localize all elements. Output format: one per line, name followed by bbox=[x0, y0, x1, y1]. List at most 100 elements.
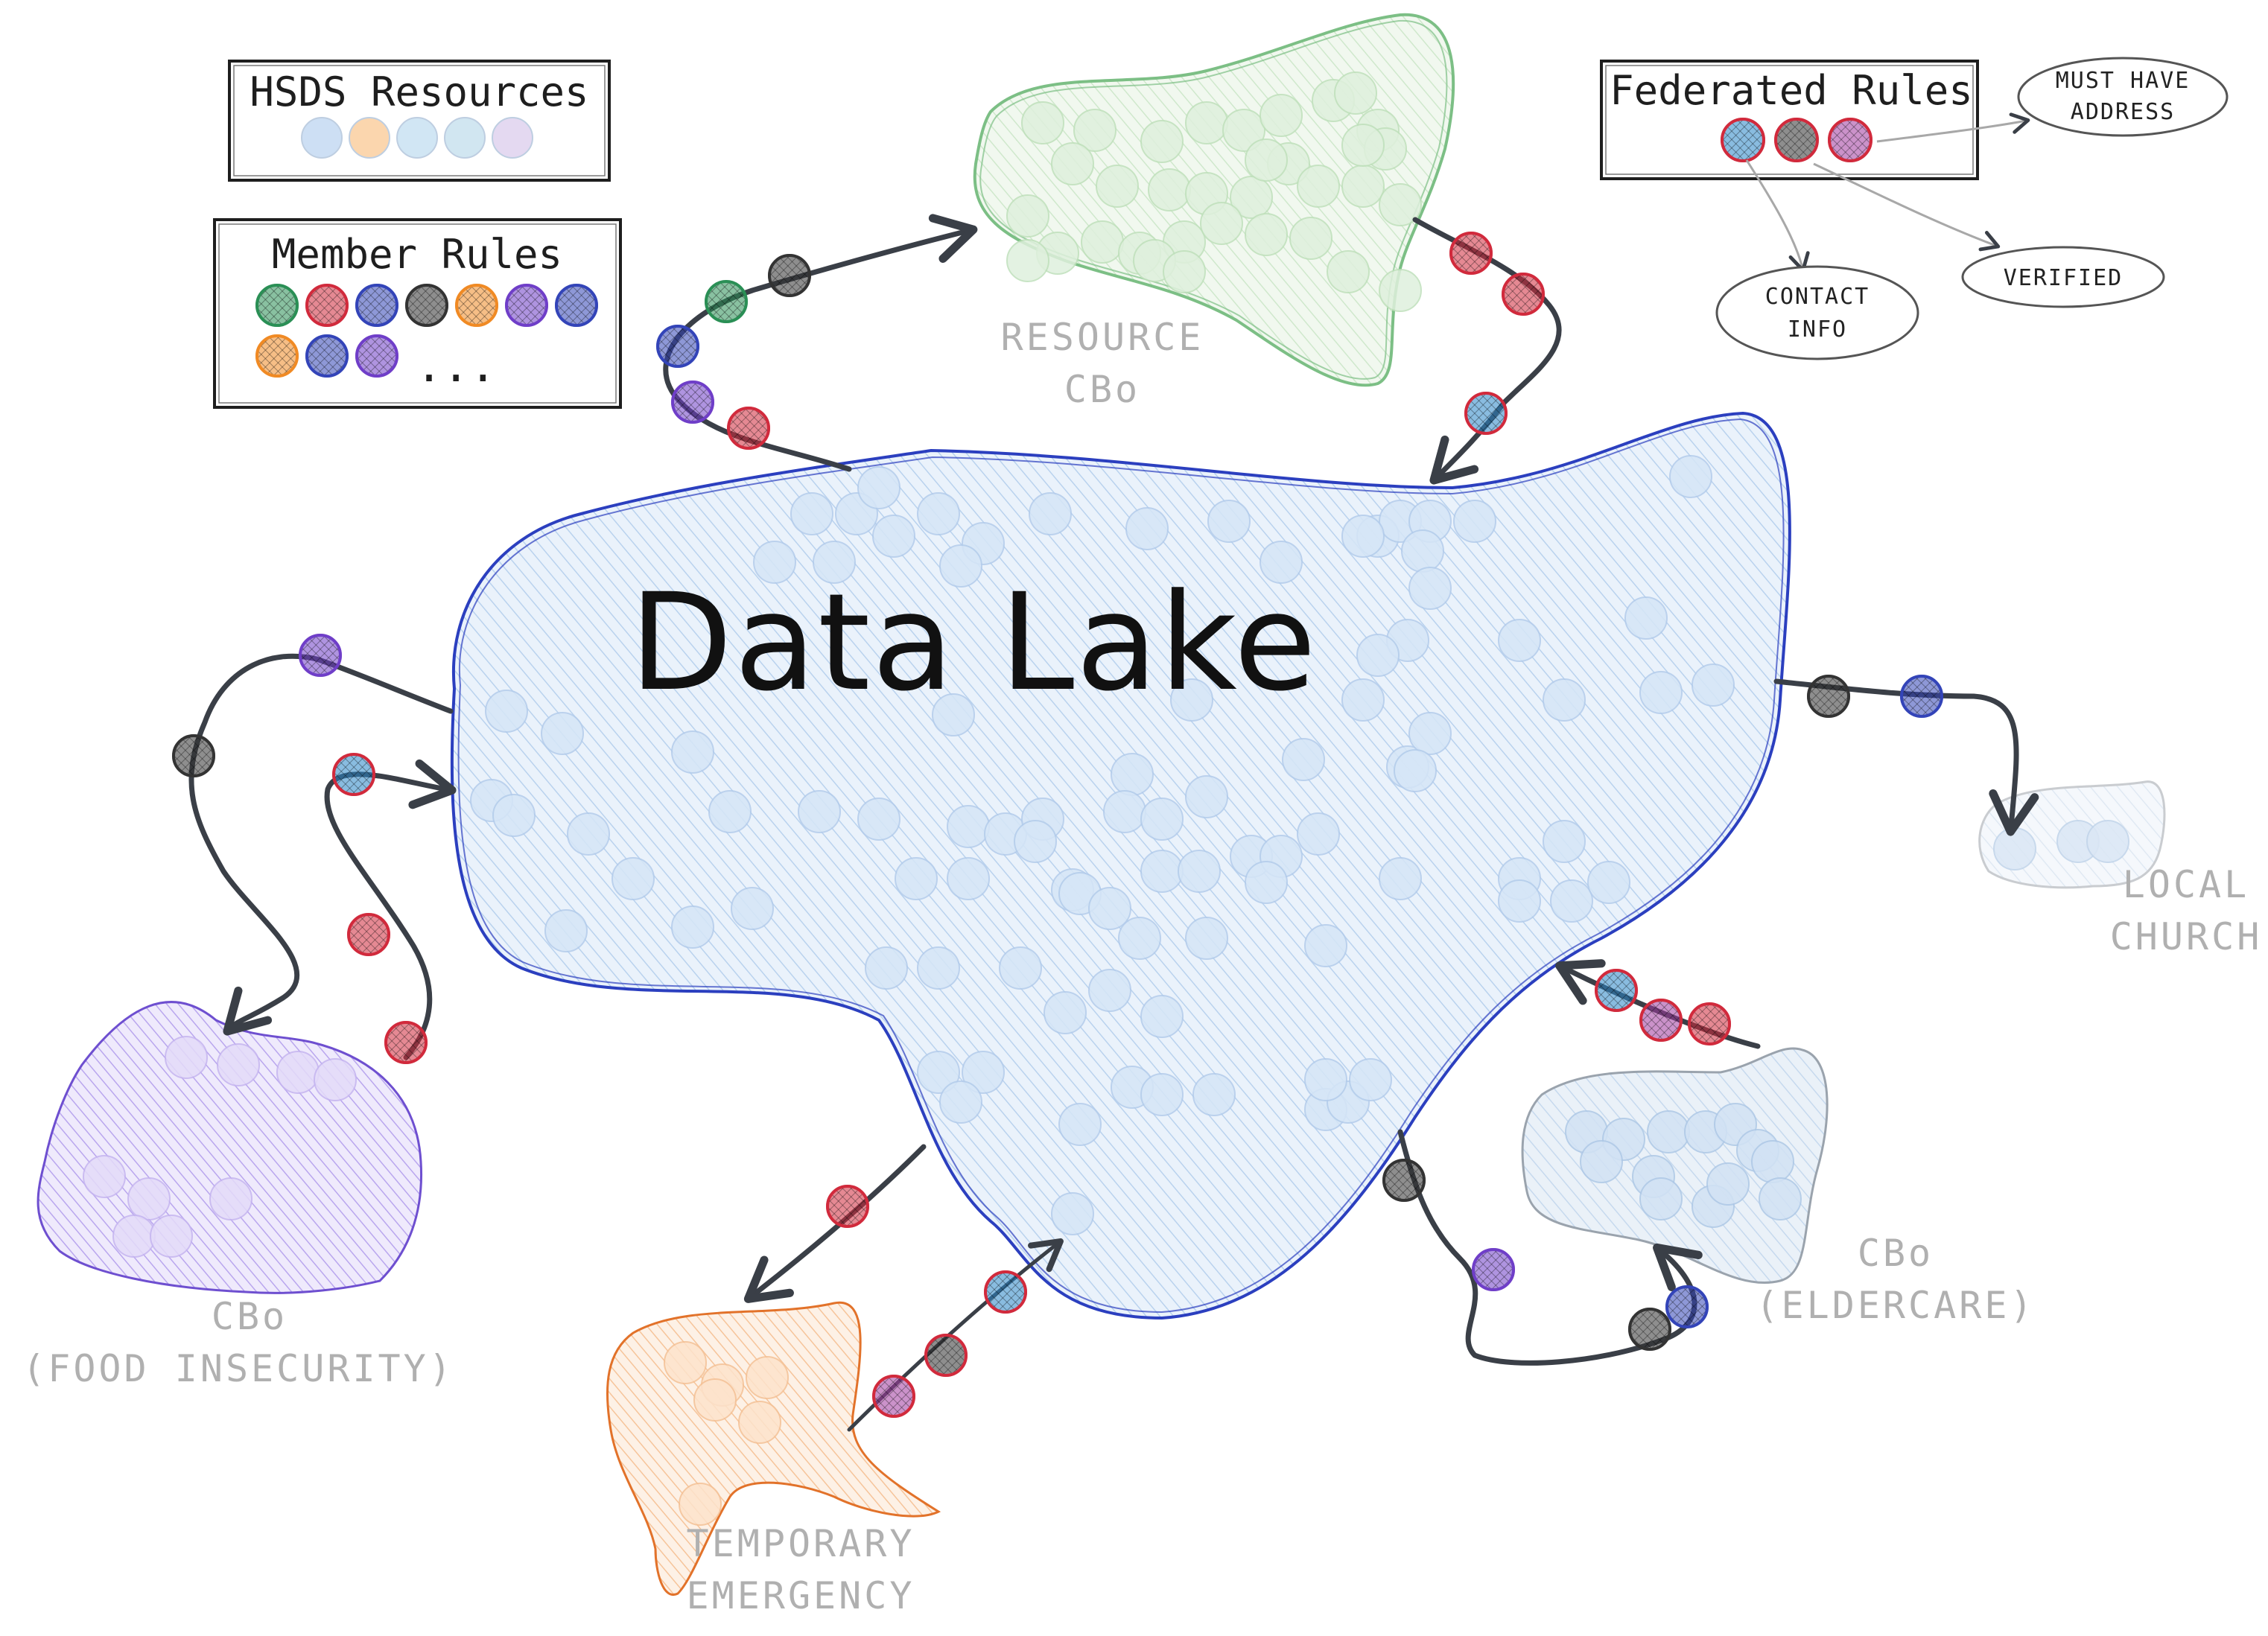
rule-dot-hatch bbox=[872, 1375, 915, 1418]
resource-dot bbox=[1341, 515, 1385, 558]
hsds-resource-dot bbox=[349, 117, 390, 159]
rule-dot-hatch bbox=[1828, 118, 1872, 162]
rule-dot bbox=[1464, 392, 1508, 435]
data-lake-region: Data Lake bbox=[450, 411, 1791, 1320]
resource-dot bbox=[1379, 269, 1422, 312]
resource-dot bbox=[1245, 213, 1288, 256]
resource-dot bbox=[1453, 500, 1496, 543]
resource-dot bbox=[1379, 183, 1422, 226]
must-have-address-line1: MUST HAVE bbox=[2056, 68, 2191, 94]
data-lake-outline-2 bbox=[457, 418, 1785, 1314]
resource-dot bbox=[798, 790, 841, 833]
resource-dot bbox=[127, 1177, 171, 1220]
rule-dot-hatch bbox=[768, 254, 811, 297]
resource-dot bbox=[1647, 1110, 1690, 1153]
rule-dots-on-flows bbox=[172, 232, 1943, 1418]
rule-dot-hatch bbox=[172, 734, 215, 777]
resource-dot bbox=[1140, 120, 1184, 163]
temporary-emergency-region: TEMPORARY EMERGENCY bbox=[606, 1301, 941, 1617]
resource-dot bbox=[276, 1051, 320, 1094]
resource-dot bbox=[1163, 250, 1206, 293]
rule-dot-hatch bbox=[1688, 1002, 1731, 1045]
resource-dot bbox=[1341, 678, 1385, 722]
resource-dot bbox=[612, 857, 655, 900]
resource-cbo-label-line2: CBo bbox=[1064, 368, 1140, 411]
rule-dot-hatch bbox=[505, 284, 548, 327]
rule-dot-hatch bbox=[384, 1021, 428, 1064]
resource-dot bbox=[1073, 109, 1116, 152]
resource-dot bbox=[1759, 1177, 1802, 1220]
resource-dot bbox=[1006, 239, 1049, 282]
temporary-emergency-resources bbox=[664, 1341, 789, 1526]
rule-dot bbox=[727, 407, 770, 450]
resource-dot bbox=[165, 1036, 208, 1079]
resource-dot bbox=[1379, 857, 1422, 900]
rule-dot-hatch bbox=[1595, 969, 1638, 1012]
resource-dot bbox=[1260, 94, 1303, 137]
rule-dot bbox=[355, 284, 398, 327]
rule-dot bbox=[1900, 675, 1943, 718]
resource-dot bbox=[679, 1483, 722, 1526]
resource-dot bbox=[1006, 194, 1049, 238]
resource-dot bbox=[917, 492, 960, 535]
resource-dot bbox=[1140, 850, 1184, 893]
resource-dot bbox=[1587, 861, 1630, 904]
rule-dot bbox=[1382, 1159, 1426, 1202]
resource-dot bbox=[1692, 663, 1735, 707]
resource-dot bbox=[947, 805, 990, 848]
resource-dot bbox=[1580, 1140, 1623, 1183]
food-insecurity-label-line2: (FOOD INSECURITY) bbox=[22, 1347, 454, 1390]
resource-dot bbox=[1081, 220, 1124, 264]
resource-dot bbox=[112, 1215, 156, 1258]
rule-dot-hatch bbox=[355, 334, 398, 378]
resource-dot bbox=[1543, 820, 1586, 863]
resource-dot bbox=[1207, 500, 1251, 543]
local-church-region: LOCAL CHURCH bbox=[1978, 780, 2263, 958]
hsds-resource-dot bbox=[492, 117, 533, 159]
resource-dot bbox=[1297, 812, 1340, 856]
resource-dot bbox=[217, 1043, 260, 1086]
local-church-resources bbox=[1993, 820, 2129, 870]
rule-dot bbox=[705, 280, 748, 323]
rule-dot-hatch bbox=[1807, 675, 1850, 718]
resource-dot bbox=[1185, 775, 1228, 818]
resource-dot bbox=[1021, 101, 1064, 144]
federated-rule-samples bbox=[1721, 118, 1872, 162]
rule-dot bbox=[305, 284, 349, 327]
resource-dot bbox=[1245, 861, 1288, 904]
resource-dot bbox=[1230, 176, 1273, 219]
resource-dot bbox=[1297, 165, 1340, 208]
data-lake-title: Data Lake bbox=[629, 565, 1318, 721]
member-rules-title: Member Rules bbox=[272, 231, 562, 278]
resource-dot bbox=[1624, 596, 1668, 640]
resource-dot bbox=[872, 515, 915, 558]
rule-dot-hatch bbox=[1721, 118, 1765, 162]
contact-info-node: CONTACT INFO bbox=[1715, 265, 1919, 360]
rule-dot-hatch bbox=[1449, 232, 1493, 275]
hsds-resource-samples bbox=[301, 117, 533, 159]
local-church-label-line2: CHURCH bbox=[2110, 915, 2263, 958]
resource-dot bbox=[753, 541, 796, 584]
resource-dot bbox=[939, 1080, 982, 1124]
rule-dot-hatch bbox=[1382, 1159, 1426, 1202]
rule-dot bbox=[1502, 273, 1545, 316]
rule-dot bbox=[505, 284, 548, 327]
connector-must-have-address bbox=[1876, 112, 2030, 143]
arrow-lake-to-resource bbox=[663, 214, 978, 472]
resource-dot bbox=[150, 1215, 193, 1258]
resource-dot bbox=[1408, 567, 1452, 610]
rule-dot bbox=[671, 381, 714, 424]
resource-dot bbox=[731, 887, 774, 930]
resource-dot bbox=[1260, 541, 1303, 584]
rule-dot bbox=[555, 284, 598, 327]
resource-dot bbox=[746, 1356, 789, 1399]
resource-dot bbox=[813, 541, 856, 584]
rule-dot-hatch bbox=[405, 284, 448, 327]
rule-dot-hatch bbox=[727, 407, 770, 450]
resource-dot bbox=[1044, 991, 1087, 1034]
rule-dot bbox=[405, 284, 448, 327]
resource-dot bbox=[1058, 1103, 1102, 1146]
rule-dot bbox=[1449, 232, 1493, 275]
resource-dot bbox=[209, 1177, 252, 1220]
resource-dot bbox=[1140, 798, 1184, 841]
